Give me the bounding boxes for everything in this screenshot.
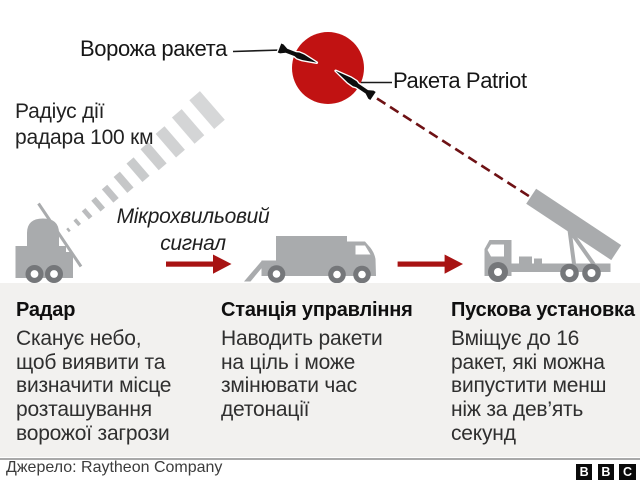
launcher-column-heading: Пускова установка	[451, 299, 635, 321]
bbc-logo: B B C	[576, 463, 636, 481]
bbc-logo-block-c: C	[619, 463, 636, 481]
radar-line-1: Сканує небо,	[16, 327, 142, 350]
launcher-line-1: Вміщує до 16	[451, 327, 580, 350]
patriot-trajectory-dashed-line	[376, 97, 536, 202]
control-line-2: на ціль і може	[221, 350, 356, 374]
microwave-line2: сигнал	[160, 231, 226, 255]
enemy-missile-label: Ворожа ракета	[80, 36, 227, 61]
launcher-cab-window	[487, 244, 504, 257]
control-line-4: детонації	[221, 398, 310, 422]
enemy-missile-icon	[276, 42, 319, 65]
launcher-line-4: ніж за дев’ять	[451, 398, 584, 422]
microwave-signal-label: Мікрохвильовий сигнал	[93, 204, 293, 257]
bbc-logo-block-b1: B	[576, 463, 593, 481]
radar-body	[15, 246, 73, 278]
patriot-missile-icon	[334, 69, 378, 102]
description-panel: Радар Сканує небо, щоб виявити та визнач…	[0, 283, 640, 457]
control-cab-window	[355, 245, 371, 255]
radar-line-3: визначити місце	[16, 374, 172, 398]
microwave-line1: Мікрохвильовий	[116, 205, 270, 228]
control-truck-icon	[244, 236, 376, 284]
footer-divider	[0, 458, 640, 460]
enemy-missile-pointer-line	[232, 49, 283, 53]
launcher-line-3: випустити менш	[451, 374, 607, 398]
patriot-missile-label: Ракета Patriot	[393, 68, 527, 93]
launcher-box	[526, 188, 622, 261]
launcher-line-2: ракет, які можна	[451, 350, 605, 374]
launcher-truck-icon	[484, 188, 622, 283]
control-line-1: Наводить ракети	[221, 327, 383, 350]
radar-range-label: Радіус дії радара 100 км	[15, 99, 154, 150]
radar-line-4: розташування	[16, 398, 152, 422]
radar-line-2: щоб виявити та	[16, 350, 166, 374]
radar-column-body: Сканує небо, щоб виявити та визначити мі…	[16, 327, 212, 446]
source-credit: Джерело: Raytheon Company	[6, 459, 223, 476]
radar-range-line1: Радіус дії	[15, 100, 105, 123]
explosion-circle-icon	[292, 32, 364, 104]
launcher-chassis	[484, 263, 611, 272]
radar-column-heading: Радар	[16, 299, 76, 321]
signal-arrow-icon	[166, 254, 232, 274]
launcher-column-body: Вміщує до 16 ракет, які можна випустити …	[451, 327, 637, 446]
radar-panel	[37, 202, 83, 268]
launcher-column: Пускова установка Вміщує до 16 ракет, як…	[451, 300, 637, 446]
radar-column: Радар Сканує небо, щоб виявити та визнач…	[16, 300, 212, 446]
radar-beam-icon	[66, 91, 225, 233]
radar-range-line2: радара 100 км	[15, 125, 154, 149]
control-column-body: Наводить ракети на ціль і може змінювати…	[221, 327, 441, 422]
control-cab	[347, 241, 376, 276]
control-line-3: змінювати час	[221, 374, 357, 398]
control-column-heading: Станція управління	[221, 299, 413, 321]
launch-arrow-icon	[397, 254, 463, 274]
radar-dome	[27, 218, 59, 247]
launcher-line-5: секунд	[451, 421, 516, 445]
launcher-strut	[567, 228, 598, 269]
control-column: Станція управління Наводить ракети на ці…	[221, 300, 441, 422]
radar-truck-icon	[15, 202, 83, 283]
bbc-logo-block-b2: B	[597, 463, 615, 481]
radar-line-5: ворожої загрози	[16, 421, 170, 445]
